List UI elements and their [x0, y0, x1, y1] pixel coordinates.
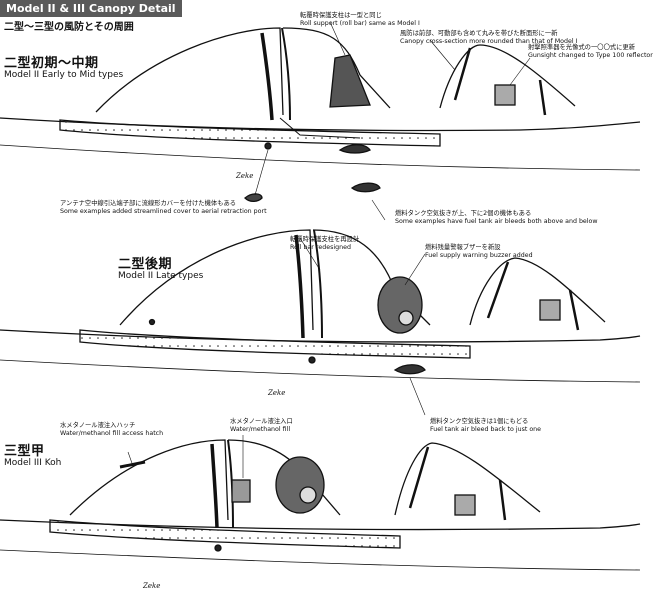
callout-gunsight: 射撃照準器を光像式の一〇〇式に更新 Gunsight changed to Ty…	[528, 44, 653, 60]
callout-roll-bar-redesigned: 転覆時保護支柱を再設計 Roll bar redesigned	[290, 236, 359, 252]
callout-jp: 燃料残量警報ブザーを新設	[425, 244, 501, 251]
callout-fuel-bleed-single: 燃料タンク空気抜きは1個にもどる Fuel tank air bleed bac…	[430, 418, 541, 434]
callout-jp: 水メタノール液注入ハッチ	[60, 422, 136, 429]
callout-en: Some examples have fuel tank air bleeds …	[395, 218, 598, 225]
section-title-en: Model II Early to Mid types	[4, 70, 124, 80]
section-title-jp: 二型後期	[118, 257, 173, 272]
section-title-jp: 二型初期〜中期	[4, 56, 99, 71]
page-subtitle: 二型〜三型の風防とその周囲	[4, 22, 134, 33]
section-title-en: Model III Koh	[4, 458, 62, 468]
callout-en: Canopy cross-section more rounded than t…	[400, 38, 578, 45]
callout-en: Water/methanol fill access hatch	[60, 430, 164, 437]
callout-aerial-port: アンテナ空中線引込端子部に流線形カバーを付けた機体もある Some exampl…	[60, 200, 267, 216]
callout-en: Fuel supply warning buzzer added	[425, 252, 533, 259]
aircraft-model-iii-koh	[0, 435, 641, 571]
callout-jp: 水メタノール液注入口	[230, 418, 293, 425]
callout-en: Gunsight changed to Type 100 reflector	[528, 52, 653, 59]
aircraft-model-ii-early	[0, 21, 641, 221]
callout-water-methanol-hatch: 水メタノール液注入ハッチ Water/methanol fill access …	[60, 422, 163, 438]
callout-canopy-section: 風防は前部、可動部も含めて丸みを帯びた断面形に一新 Canopy cross-s…	[400, 30, 578, 46]
callout-en: Roll support (roll bar) same as Model I	[300, 20, 420, 27]
page-title: Model II & III Canopy Detail	[0, 0, 182, 17]
artist-signature: Zeke	[268, 389, 286, 397]
callout-jp: 風防は前部、可動部も含めて丸みを帯びた断面形に一新	[400, 30, 558, 37]
callout-en: Fuel tank air bleed back to just one	[430, 426, 542, 433]
artist-signature: Zeke	[143, 582, 161, 590]
section-title-en: Model II Late types	[118, 271, 204, 281]
callout-water-methanol-fill: 水メタノール液注入口 Water/methanol fill	[230, 418, 293, 434]
callout-fuel-bleeds: 燃料タンク空気抜きが上、下に2個の機体もある Some examples hav…	[395, 210, 598, 226]
callout-roll-support: 転覆時保護支柱は一型と同じ Roll support (roll bar) sa…	[300, 12, 420, 28]
callout-en: Roll bar redesigned	[290, 244, 351, 251]
callout-en: Water/methanol fill	[230, 426, 291, 433]
callout-jp: アンテナ空中線引込端子部に流線形カバーを付けた機体もある	[60, 200, 237, 207]
callout-jp: 転覆時保護支柱は一型と同じ	[300, 12, 382, 19]
callout-en: Some examples added streamlined cover to…	[60, 208, 267, 215]
artist-signature: Zeke	[236, 172, 254, 180]
callout-jp: 射撃照準器を光像式の一〇〇式に更新	[528, 44, 636, 51]
callout-jp: 燃料タンク空気抜きが上、下に2個の機体もある	[395, 210, 532, 217]
callout-fuel-buzzer: 燃料残量警報ブザーを新設 Fuel supply warning buzzer …	[425, 244, 533, 260]
callout-jp: 転覆時保護支柱を再設計	[290, 236, 360, 243]
aircraft-model-ii-late	[0, 229, 641, 416]
section-title-jp: 三型甲	[4, 444, 45, 459]
callout-jp: 燃料タンク空気抜きは1個にもどる	[430, 418, 529, 425]
